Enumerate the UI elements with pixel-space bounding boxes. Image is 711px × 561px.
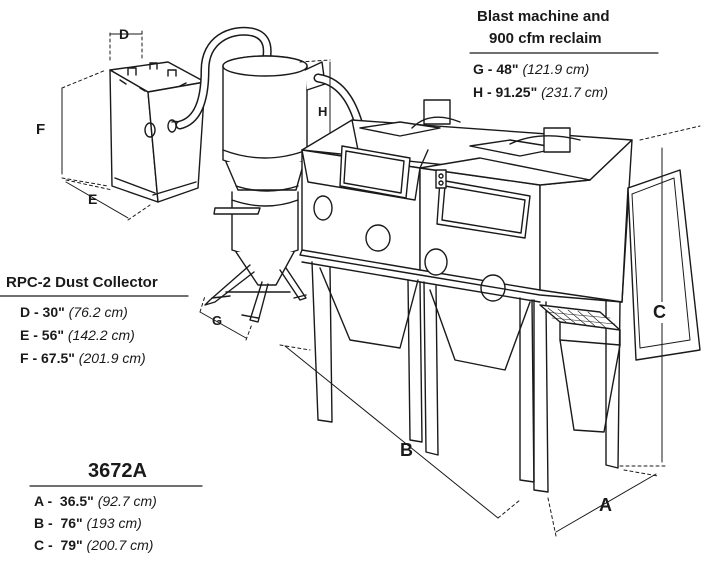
- blast-machine-title-line1: Blast machine and: [477, 8, 610, 25]
- spec-a-label: A - 36.5": [34, 493, 94, 509]
- spec-f: F - 67.5" (201.9 cm): [20, 350, 146, 366]
- spec-c: C - 79" (200.7 cm): [34, 537, 153, 553]
- spec-d: D - 30" (76.2 cm): [20, 304, 128, 320]
- cabinet-open-door: [621, 169, 701, 361]
- spec-d-label: D - 30": [20, 304, 65, 320]
- spec-e-metric: (142.2 cm): [67, 327, 135, 343]
- spec-h-label: H - 91.25": [473, 84, 538, 100]
- spec-g: G - 48" (121.9 cm): [473, 61, 589, 77]
- dim-letter-e: E: [88, 191, 98, 207]
- dust-collector-title: RPC-2 Dust Collector: [6, 274, 158, 291]
- spec-h: H - 91.25" (231.7 cm): [473, 84, 608, 100]
- dim-letter-a: A: [599, 495, 612, 515]
- spec-g-metric: (121.9 cm): [522, 61, 590, 77]
- blast-machine-title-line2: 900 cfm reclaim: [489, 30, 602, 47]
- spec-c-label: C - 79": [34, 537, 83, 553]
- dim-letter-b: B: [400, 440, 413, 460]
- dim-letter-g: G: [212, 313, 223, 328]
- dust-collector-unit: [109, 61, 206, 203]
- dim-letter-c: C: [651, 302, 668, 323]
- spec-d-metric: (76.2 cm): [68, 304, 128, 320]
- cabinet-model: 3672A: [88, 460, 147, 482]
- spec-a: A - 36.5" (92.7 cm): [34, 493, 157, 509]
- spec-e: E - 56" (142.2 cm): [20, 327, 135, 343]
- spec-g-label: G - 48": [473, 61, 519, 77]
- blast-cabinet-pair: [299, 99, 633, 493]
- spec-b-metric: (193 cm): [86, 515, 142, 531]
- dim-letter-d: D: [119, 26, 130, 42]
- spec-h-metric: (231.7 cm): [541, 84, 609, 100]
- dimension-d-lines: [109, 29, 143, 61]
- spec-f-label: F - 67.5": [20, 350, 75, 366]
- spec-c-metric: (200.7 cm): [86, 537, 154, 553]
- dim-letter-h: H: [318, 104, 328, 119]
- spec-b: B - 76" (193 cm): [34, 515, 142, 531]
- spec-f-metric: (201.9 cm): [78, 350, 146, 366]
- spec-a-metric: (92.7 cm): [97, 493, 157, 509]
- spec-b-label: B - 76": [34, 515, 83, 531]
- spec-e-label: E - 56": [20, 327, 64, 343]
- dim-letter-f: F: [36, 121, 46, 138]
